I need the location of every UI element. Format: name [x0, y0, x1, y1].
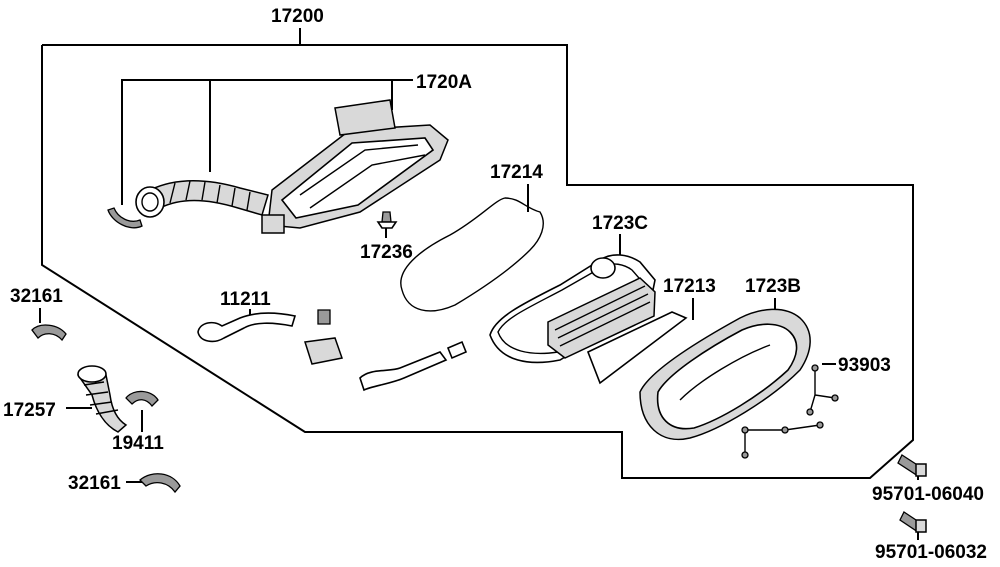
label-32161-top: 32161	[10, 286, 63, 307]
part-clamp	[125, 390, 159, 407]
part-bolt-06040	[897, 454, 927, 477]
part-band-top	[31, 324, 67, 342]
part-breather-tube	[197, 309, 468, 392]
label-32161-bottom: 32161	[68, 473, 121, 494]
label-1720A: 1720A	[416, 72, 472, 93]
part-bolt-06032	[899, 511, 927, 533]
part-element	[586, 311, 688, 385]
part-element-gasket	[400, 197, 544, 312]
label-17214: 17214	[490, 162, 543, 183]
label-1723C: 1723C	[592, 213, 648, 234]
assembly-boundary	[41, 44, 914, 479]
label-93903: 93903	[838, 355, 891, 376]
part-plug	[376, 211, 398, 229]
part-lower-case	[489, 254, 656, 364]
label-95701-06040: 95701-06040	[872, 484, 984, 505]
label-17257: 17257	[3, 400, 56, 421]
part-screws	[741, 364, 839, 459]
part-upper-case-duct	[107, 99, 449, 234]
part-duct	[77, 365, 128, 433]
label-17236: 17236	[360, 242, 413, 263]
label-95701-06032: 95701-06032	[875, 542, 987, 563]
label-19411: 19411	[112, 433, 164, 454]
label-1723B: 1723B	[745, 276, 801, 297]
label-11211: 11211	[220, 289, 271, 310]
part-band-bottom	[139, 473, 181, 494]
label-17200: 17200	[271, 6, 324, 27]
part-cover	[639, 308, 811, 441]
label-17213: 17213	[663, 276, 716, 297]
leader-lines	[39, 28, 919, 540]
